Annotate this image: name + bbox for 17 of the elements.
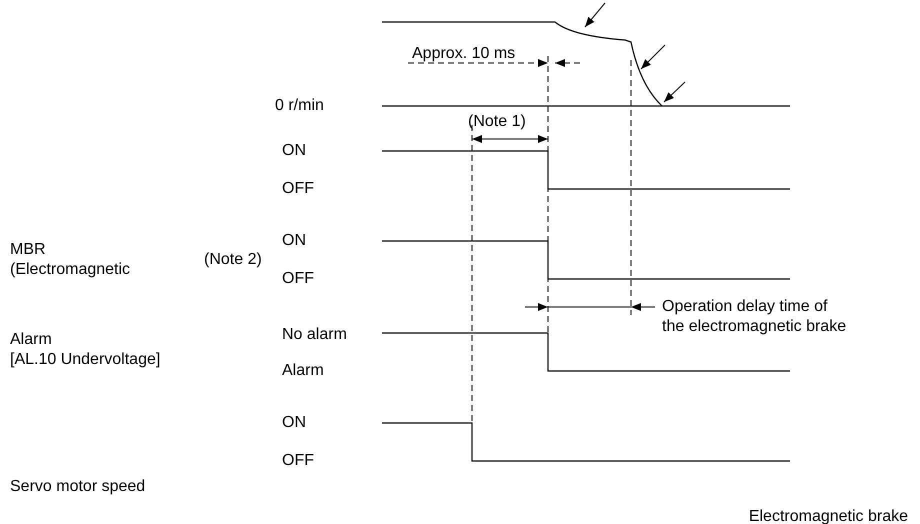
signal-level-label: ON	[282, 413, 306, 433]
signal-name: Alarm [AL.10 Undervoltage]	[10, 330, 160, 370]
dimension-label: Approx. 10 ms	[412, 44, 516, 64]
signal-level-label: Alarm	[282, 361, 324, 381]
note-label: (Note 1)	[468, 112, 526, 132]
signal-level-label: OFF	[282, 269, 314, 289]
signal-level-label: ON	[282, 141, 306, 161]
signal-level-label: OFF	[282, 179, 314, 199]
signal-level-label: 0 r/min	[275, 96, 324, 116]
signal-name: Electromagnetic brake	[748, 507, 908, 524]
signal-level-label: No alarm	[282, 325, 347, 345]
signal-level-label: ON	[282, 231, 306, 251]
signal-name: MBR (Electromagnetic	[10, 240, 130, 280]
dimension-label: Operation delay time of the electromagnetic brake	[662, 297, 846, 337]
signal-name: Servo motor speed	[10, 477, 146, 497]
signal-level-label: OFF	[282, 451, 314, 471]
note-label: (Note 2)	[204, 250, 262, 270]
